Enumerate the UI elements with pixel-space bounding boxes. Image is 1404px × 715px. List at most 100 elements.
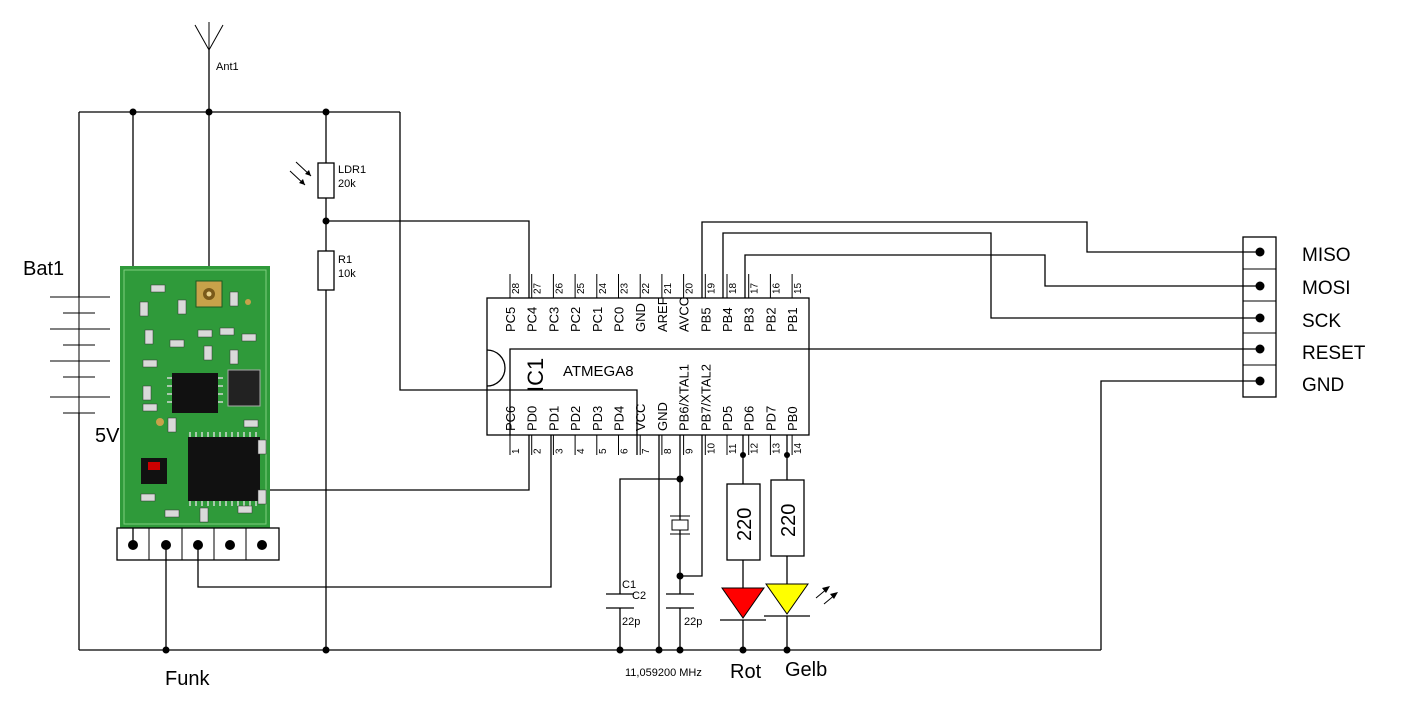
ic-pin-5-number: 5: [598, 448, 609, 454]
ic-pin-13-name: PD7: [763, 406, 778, 431]
ic-pin-14-name: PB0: [785, 406, 800, 431]
ic-pin-20-number: 20: [685, 282, 696, 294]
ic-pin-14-number: 14: [793, 442, 804, 454]
ic-pin-25-number: 25: [576, 282, 587, 294]
ic-pin-16-number: 16: [771, 282, 782, 294]
r1-name: R1: [338, 254, 352, 266]
ic-pin-10-number: 10: [706, 442, 717, 454]
ic-pin-22-name: GND: [633, 303, 648, 332]
isp-mosi-label: MOSI: [1302, 278, 1351, 299]
ic-pin-12-name: PD6: [742, 406, 757, 431]
isp-header: [1242, 236, 1277, 398]
ic-pin-11-number: 11: [728, 443, 739, 454]
ic-pin-27-number: 27: [533, 282, 544, 294]
ic-pin-8-number: 8: [663, 448, 674, 454]
funk-label: Funk: [165, 668, 210, 690]
led-red: [720, 587, 766, 621]
ic-pin-9-number: 9: [685, 448, 696, 454]
ic-pin-1-name: PC6: [503, 406, 518, 431]
label-rot: Rot: [730, 661, 762, 683]
ic-pin-5-name: PD3: [590, 406, 605, 431]
ic-pin-3-number: 3: [554, 448, 565, 454]
ic-pin-8-name: GND: [655, 402, 670, 431]
ldr-symbol: LDR1 20k: [289, 161, 366, 199]
ic-pin-10-name: PB7/XTAL2: [698, 364, 713, 431]
ic-pin-20-name: AVCC: [677, 297, 692, 332]
resistor-yellow-led: 220: [770, 479, 805, 557]
crystal-symbol: 11,059200 MHz: [625, 515, 702, 679]
ic-pin-18-number: 18: [728, 282, 739, 294]
ic-pin-4-name: PD2: [568, 406, 583, 431]
ic-bottom-pins: 1 PC6 2 PD0 3 PD1 4 PD2 5 PD3 6 PD4 7 VCC 8 GND 9 PB6/XTA…: [503, 364, 804, 455]
ic-pin-2-number: 2: [533, 448, 544, 454]
ic-pin-16-name: PB2: [763, 307, 778, 332]
r-red-value: 220: [734, 508, 756, 541]
ic-pin-28-name: PC5: [503, 307, 518, 332]
ic-pin-3-name: PD1: [546, 406, 561, 431]
isp-gnd-label: GND: [1302, 375, 1344, 396]
wires: [78, 50, 1260, 651]
ic-pin-25-name: PC2: [568, 307, 583, 332]
capacitor-c2: C2 22p: [632, 590, 702, 628]
ic-ref: IC1: [523, 358, 548, 392]
c1-value: 22p: [622, 616, 640, 628]
r-yellow-value: 220: [778, 504, 800, 537]
r1-value: 10k: [338, 268, 356, 280]
ic-pin-15-name: PB1: [785, 307, 800, 332]
ldr-value: 20k: [338, 178, 356, 190]
c2-value: 22p: [684, 616, 702, 628]
ldr-name: LDR1: [338, 164, 366, 176]
ic-pin-12-number: 12: [750, 442, 761, 454]
resistor-r1: R1 10k: [317, 250, 356, 291]
ic-pin-26-name: PC3: [546, 307, 561, 332]
ic-pin-23-number: 23: [620, 282, 631, 294]
capacitor-c1: C1 22p: [606, 579, 640, 628]
ic-pin-27-name: PC4: [525, 307, 540, 332]
mcu-chip-u3: [188, 437, 260, 501]
ic-pin-28-number: 28: [511, 282, 522, 294]
ic-body: [486, 297, 810, 436]
ic-pin-9-name: PB6/XTAL1: [677, 364, 692, 431]
ic-pin-26-number: 26: [554, 282, 565, 294]
funk-connector: [116, 527, 280, 561]
ic-notch: [486, 349, 506, 387]
ic-pin-13-number: 13: [771, 442, 782, 454]
ic-pin-2-name: PD0: [525, 406, 540, 431]
antenna-label: Ant1: [216, 61, 239, 73]
junction-dots: [129, 108, 791, 654]
ic-pin-15-number: 15: [793, 282, 804, 294]
isp-miso-label: MISO: [1302, 245, 1351, 266]
ic-part: ATMEGA8: [563, 363, 634, 380]
ic-pin-4-number: 4: [576, 448, 587, 454]
isp-sck-label: SCK: [1302, 311, 1341, 332]
battery-name: Bat1: [23, 258, 64, 280]
label-gelb: Gelb: [785, 659, 827, 681]
battery-voltage: 5V: [95, 425, 120, 447]
ic-pin-23-name: PC0: [612, 307, 627, 332]
rf-chip-u2: [172, 373, 218, 413]
atmega8-ic: 28PC527PC426PC325PC224PC123PC022GND21ARE…: [486, 274, 810, 455]
crystal-frequency: 11,059200 MHz: [625, 667, 702, 679]
ic-pin-6-number: 6: [620, 448, 631, 454]
battery-symbol: [50, 296, 110, 414]
ic-pin-1-number: 1: [511, 448, 522, 454]
ic-pin-24-number: 24: [598, 282, 609, 294]
c1-name: C1: [622, 579, 636, 591]
isp-reset-label: RESET: [1302, 343, 1366, 364]
ic-pin-6-name: PD4: [612, 406, 627, 431]
ic-pin-21-number: 21: [663, 282, 674, 294]
ic-pin-19-name: PB5: [698, 307, 713, 332]
antenna-symbol: Ant1: [194, 22, 239, 73]
rf-module-pcb: [120, 266, 270, 528]
ic-pin-19-number: 19: [706, 282, 717, 294]
c2-name: C2: [632, 590, 646, 602]
ic-pin-7-name: VCC: [633, 404, 648, 431]
ic-pin-21-name: AREF: [655, 297, 670, 332]
ic-pin-17-number: 17: [750, 282, 761, 294]
ic-pin-7-number: 7: [641, 448, 652, 454]
ic-pin-22-number: 22: [641, 282, 652, 294]
ic-pin-24-name: PC1: [590, 307, 605, 332]
ic-pin-11-name: PD5: [720, 406, 735, 431]
